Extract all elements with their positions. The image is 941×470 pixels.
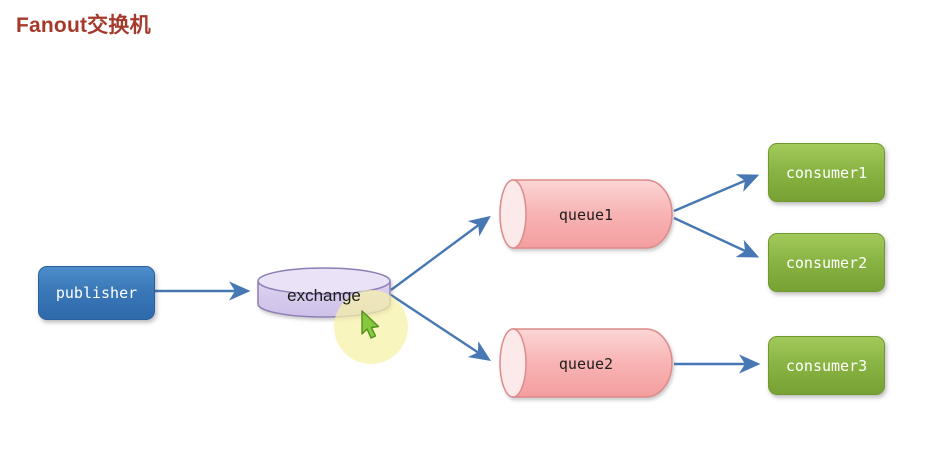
consumer2-label: consumer2 (785, 253, 868, 272)
queue1-label: queue1 (558, 206, 614, 224)
arrow-queue1-to-consumer2 (673, 216, 760, 258)
arrow-exchange-to-queue2 (390, 293, 492, 361)
page-title: Fanout交换机 (16, 14, 151, 37)
queue2-label: queue2 (558, 355, 614, 373)
consumer3-node: consumer3 (768, 336, 885, 395)
pointer-cursor-icon (361, 310, 380, 339)
consumer1-node: consumer1 (768, 143, 885, 202)
arrow-queue1-to-consumer1 (673, 174, 760, 213)
queue2-cylinder (499, 328, 673, 398)
arrow-layer (155, 174, 761, 374)
publisher-node: publisher (38, 266, 155, 320)
queue1-cylinder (499, 179, 673, 249)
exchange-label: exchange (287, 286, 361, 305)
arrow-exchange-to-queue1 (390, 215, 491, 291)
consumer2-node: consumer2 (768, 233, 885, 292)
publisher-label: publisher (55, 284, 138, 302)
consumer3-label: consumer3 (785, 356, 868, 375)
consumer1-label: consumer1 (785, 163, 868, 182)
